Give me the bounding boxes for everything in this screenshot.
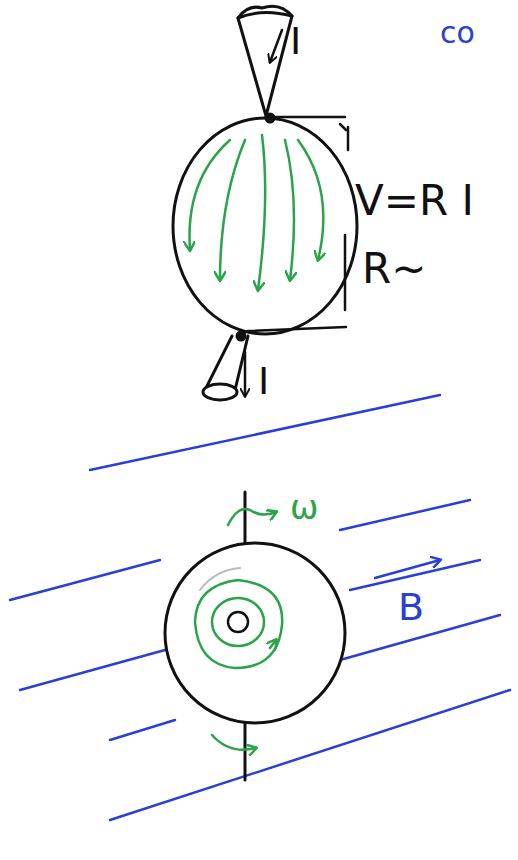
top-sphere (173, 6, 357, 400)
current-label: I (290, 22, 301, 60)
field-lines (190, 135, 324, 290)
angular-velocity-label: ω (290, 490, 318, 524)
rotation-arrows (212, 509, 276, 750)
rotating-sphere (165, 492, 345, 780)
formula-text: V=R I (355, 180, 474, 222)
formula-text: R~ (362, 248, 426, 290)
field-label: B (398, 588, 424, 626)
note-text: co (440, 18, 475, 48)
eddy-currents (195, 580, 282, 668)
magnetic-field-lines (10, 395, 510, 820)
current-label: I (258, 362, 269, 400)
